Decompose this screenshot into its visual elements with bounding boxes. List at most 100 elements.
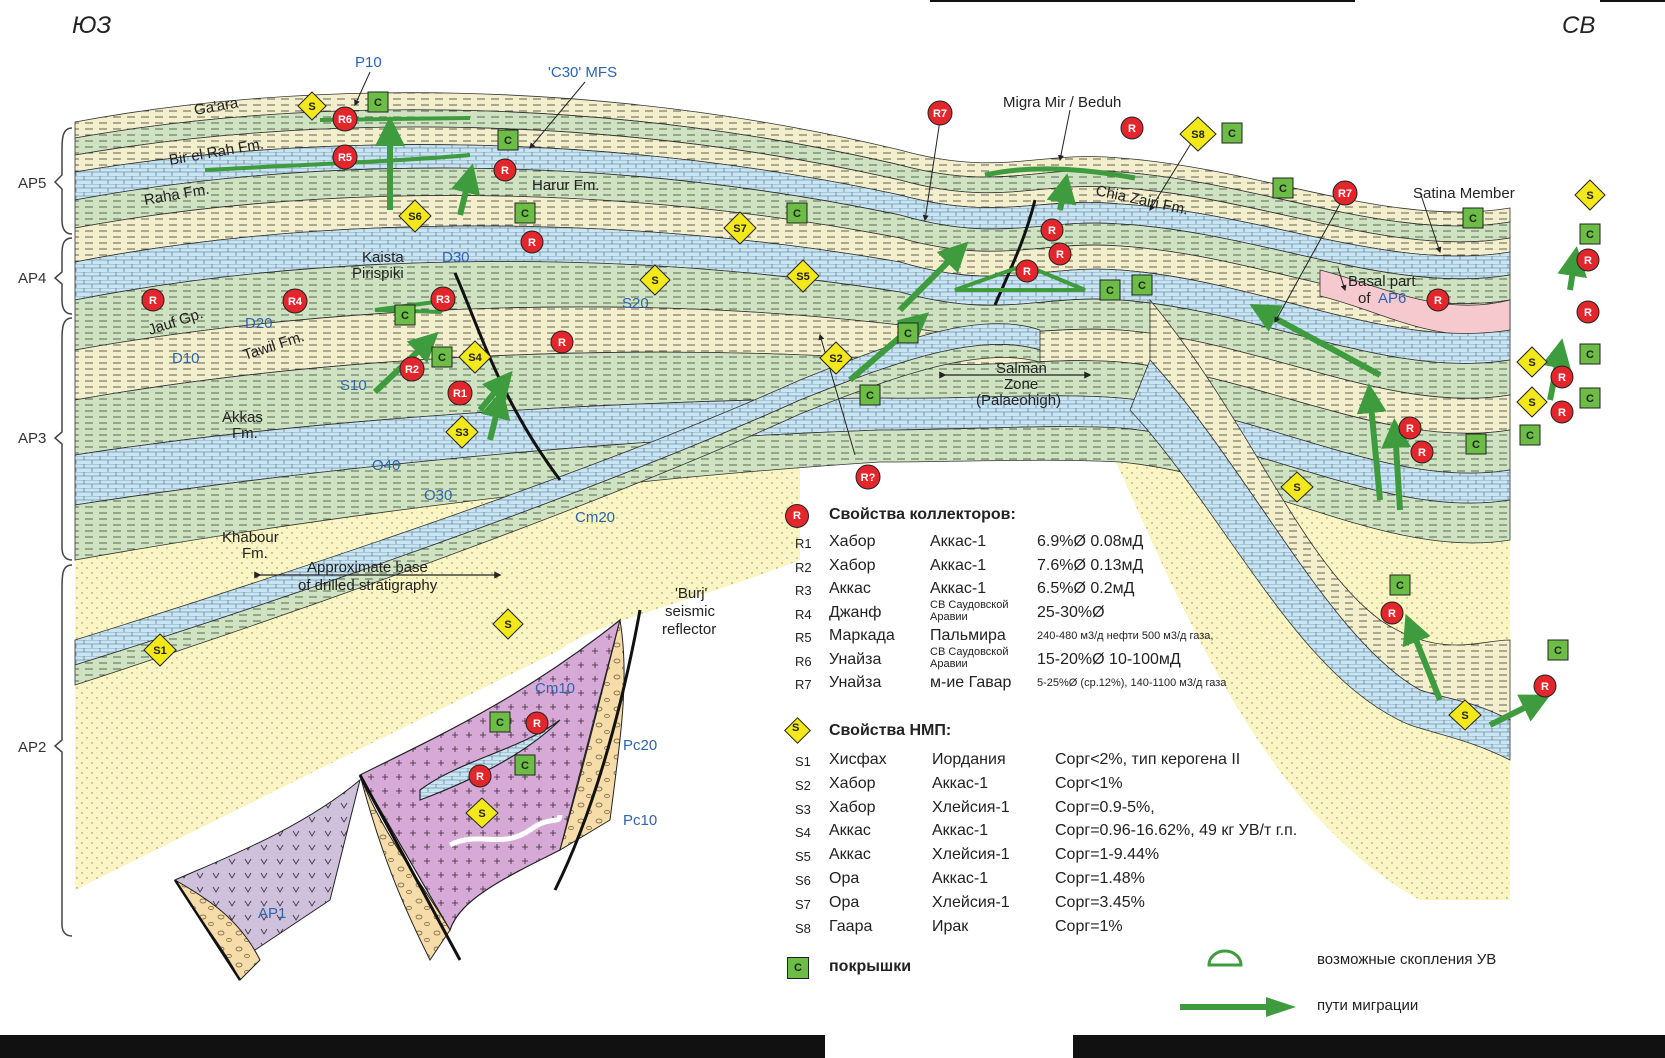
seal-marker-20: C [1547,639,1569,661]
reservoir-marker-r7-right: R7 [1332,180,1358,206]
reservoir-legend-code: R2 [795,559,812,575]
svg-text:C: C [374,97,382,109]
fault-migra [993,199,1037,306]
seal-marker-6: C [431,346,453,368]
svg-text:R1: R1 [453,388,467,400]
fault-akkas [453,272,562,481]
svg-text:R7: R7 [933,108,947,120]
reservoir-legend-props: 6.9%Ø 0.08мД [1037,533,1144,550]
reservoir-marker-r7-center: R7 [927,100,953,126]
svg-text:R: R [501,165,509,177]
reservoir-marker-r-trap-1: R [1040,218,1064,242]
svg-text:R5: R5 [338,152,352,164]
label-satina: Satina Member [1413,185,1515,202]
svg-text:S: S [1528,357,1535,369]
source-legend-formation: Аккас [829,846,871,864]
reservoir-marker-r-fold-2: R [1410,440,1434,464]
svg-text:C: C [1279,183,1287,195]
source-marker-s-fold-1: S [1280,471,1314,503]
reservoir-legend-props: 25-30%Ø [1037,603,1105,621]
svg-text:S: S [478,808,485,820]
seal-marker-12: C [1131,274,1153,296]
reservoir-legend-location: м-ие Гавар [930,674,1012,691]
reservoir-marker-r5: R5 [332,144,358,170]
source-legend-code: S3 [795,801,811,817]
seal-legend-icon: C [787,957,809,979]
label-o30: O30 [424,487,452,504]
svg-text:S: S [504,619,511,631]
seal-marker-19: C [1389,574,1411,596]
accumulation-legend-label: возможные скопления УВ [1317,951,1497,968]
seal-markers: C C C C C C C C C C C C C C C C C C C C … [367,91,1601,776]
svg-text:R3: R3 [436,294,450,306]
svg-text:C: C [904,328,912,340]
reservoir-legend-location: Аккас-1 [930,556,987,574]
seal-marker-2: C [497,129,519,151]
reservoir-legend-props: 7.6%Ø 0.13мД [1037,556,1144,574]
source-marker-s-edge-2: S [1516,346,1548,378]
source-legend-props: Сорг=1% [1055,917,1123,935]
top-right-black-bar [1600,0,1665,2]
source-marker-s-edge-1: S [1574,179,1606,211]
label-burj-1: 'Burj' [675,585,708,602]
fault-basement-right [553,609,642,891]
svg-text:R: R [1541,681,1549,693]
reservoir-marker-r-migra: R [1120,116,1144,140]
label-p10: P10 [355,54,382,71]
reservoir-marker-r1: R1 [447,380,473,406]
source-legend-code: S1 [795,754,811,769]
reservoir-marker-r-fold-1: R [1398,416,1422,440]
label-pc20: Pc20 [623,737,657,754]
source-legend-code: S5 [795,849,811,865]
top-black-bar [930,0,1355,2]
label-ap2: AP2 [18,739,46,756]
source-legend-location: Хлейсия-1 [932,846,1010,864]
label-harur: Harur Fm. [532,177,600,194]
reservoir-marker-r-fold-4: R [1533,674,1557,698]
svg-text:C: C [1554,645,1562,657]
reservoir-marker-r-edge-4: R [1550,400,1574,424]
fault-basement-left [173,879,242,981]
source-marker-s8: S8 [1179,116,1217,152]
svg-text:R: R [528,237,536,249]
fault-basement-mid [358,774,462,961]
label-ap3: AP3 [18,430,46,447]
band-cm20-green [74,344,1041,686]
migration-legend-icon [1180,997,1296,1017]
label-approx-1: Approximate base [307,559,428,576]
seal-marker-15: C [1579,343,1601,365]
reservoir-legend-icon: R [785,504,809,528]
accumulation-legend-icon [1207,949,1243,967]
source-legend-props: Сорг<2%, тип керогена II [1055,751,1241,768]
source-marker-s3: S3 [445,415,479,449]
seal-legend-title: покрышки [829,958,912,975]
svg-text:C: C [504,135,512,147]
lower-sand-left [75,370,800,890]
reservoir-marker-r4: R4 [282,288,308,314]
svg-text:S7: S7 [733,223,746,235]
label-pc10: Pc10 [623,812,657,829]
svg-text:R?: R? [861,472,876,484]
label-d30: D30 [442,249,470,266]
svg-text:S2: S2 [829,353,842,365]
reservoir-markers: R6 R5 R R R R4 R3 R2 R1 R R7 R R R R R7 … [141,100,1600,788]
svg-text:R: R [1584,307,1592,319]
label-salman-1: Salman [996,360,1047,377]
svg-text:R4: R4 [288,296,303,308]
svg-text:R: R [533,718,541,730]
source-marker-s6: S6 [398,199,432,233]
source-legend-location: Ирак [932,917,969,935]
source-legend-formation: Ора [829,893,860,911]
svg-text:C: C [1586,229,1594,241]
source-legend-props: Сорг=1-9.44% [1055,846,1160,864]
source-legend-code: S2 [795,777,811,793]
source-marker-s-gaara: S [297,91,327,121]
seal-marker-11: C [1099,279,1121,301]
seal-marker-22: C [514,754,536,776]
source-legend-formation: Хабор [829,798,876,816]
label-d20: D20 [245,315,273,332]
reservoir-legend-location: Аккас-1 [930,533,987,550]
label-cm20: Cm20 [575,509,615,526]
svg-text:S4: S4 [468,352,482,364]
